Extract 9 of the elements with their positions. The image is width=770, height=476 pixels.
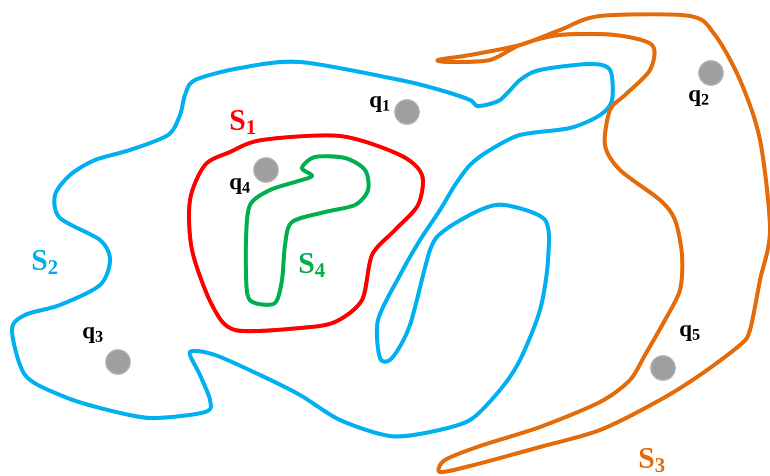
- surface-label: S$_{3}$: [640, 448, 664, 472]
- surface-label: S$_{2}$: [32, 250, 58, 274]
- charge-label: q$_{2}$: [689, 90, 708, 106]
- surface-label: S$_{1}$: [230, 110, 256, 134]
- charge-label: q$_{4}$: [230, 178, 250, 194]
- charge-label: q$_{1}$: [370, 96, 390, 112]
- charge-label: q$_{3}$: [83, 327, 103, 343]
- charge-label: q$_{5}$: [680, 325, 700, 341]
- surface-label: S$_{4}$: [300, 253, 325, 277]
